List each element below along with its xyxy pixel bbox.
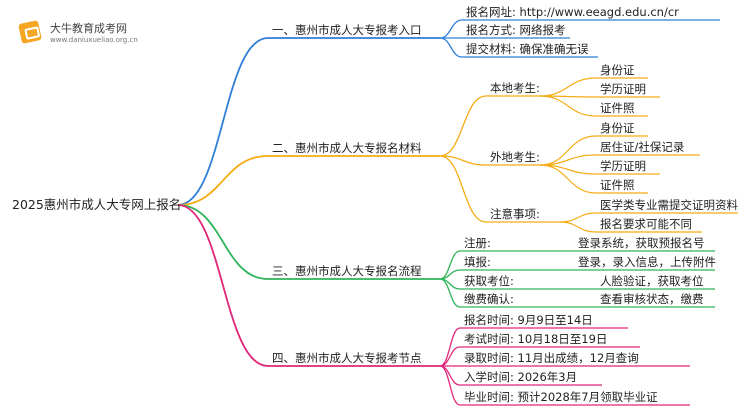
leaf-connector [539, 95, 660, 98]
leaf-connector [539, 164, 660, 175]
leaf-label: 学历证明 [600, 82, 646, 96]
leaf-label: 身份证 [600, 63, 635, 77]
child-label: 提交材料: 确保准确无误 [466, 42, 589, 56]
child-connector [439, 37, 598, 58]
leaf-connector [559, 212, 738, 223]
branch-label: 三、惠州市成人大专报名流程 [272, 264, 422, 278]
site-logo: 大牛教育成考网 www.daniuxueliao.org.cn [14, 16, 138, 50]
child-label: 考试时间: 10月18日至19日 [464, 332, 608, 346]
child-note: 登录系统，获取预报名号 [578, 236, 705, 250]
leaf-connector [539, 77, 648, 97]
root-node: 2025惠州市成人大专网上报名 [12, 197, 182, 212]
child-label: 录取时间: 11月出成绩，12月查询 [464, 351, 639, 365]
child-label: 本地考生: [490, 81, 540, 95]
child-label: 报名时间: 9月9日至14日 [464, 313, 593, 327]
child-label: 毕业时间: 预计2028年7月领取毕业证 [464, 390, 658, 404]
branch-connector [177, 155, 440, 206]
leaf-connector [559, 221, 702, 233]
child-note: 人脸验证，获取考位 [600, 274, 704, 288]
leaf-label: 居住证/社保记录 [600, 140, 685, 154]
child-label: 外地考生: [490, 150, 540, 164]
child-connector [439, 365, 690, 406]
branch-label: 四、惠州市成人大专报考节点 [272, 351, 422, 365]
leaf-label: 报名要求可能不同 [600, 217, 692, 231]
leaf-connector [539, 154, 700, 166]
child-note: 登录，录入信息，上传附件 [578, 255, 716, 269]
child-connector [439, 95, 540, 157]
child-connector [439, 327, 628, 367]
child-label: 缴费确认: [464, 292, 514, 306]
branch-connector [177, 37, 440, 206]
branch-connector [177, 204, 440, 280]
logo-title: 大牛教育成考网 [50, 22, 127, 35]
branch-label: 二、惠州市成人大专报名材料 [272, 141, 422, 155]
child-connector [439, 269, 715, 280]
leaf-label: 身份证 [600, 121, 635, 135]
child-label: 注册: [464, 236, 491, 250]
child-label: 报名方式: 网络报考 [466, 23, 566, 37]
leaf-label: 证件照 [600, 178, 635, 192]
branch-connector [177, 204, 440, 367]
leaf-connector [539, 164, 648, 194]
child-connector [439, 155, 540, 166]
leaf-connector [539, 135, 648, 166]
leaf-label: 学历证明 [600, 159, 646, 173]
logo-url: www.daniuxueliao.org.cn [50, 36, 138, 44]
leaf-label: 医学类专业需提交证明资料 [600, 198, 738, 212]
child-connector [439, 278, 715, 308]
child-connector [439, 346, 640, 367]
child-label: 注意事项: [490, 207, 540, 221]
leaf-label: 证件照 [600, 101, 635, 115]
child-note: 查看审核状态，缴费 [600, 292, 704, 306]
branch-label: 一、惠州市成人大专报考入口 [272, 23, 422, 37]
child-connector [439, 155, 560, 223]
child-label: 填报: [464, 255, 491, 269]
child-label: 报名网址: http://www.eeagd.edu.cn/cr [466, 5, 679, 19]
child-label: 获取考位: [464, 274, 514, 288]
leaf-connector [539, 95, 648, 117]
child-label: 入学时间: 2026年3月 [464, 370, 578, 384]
